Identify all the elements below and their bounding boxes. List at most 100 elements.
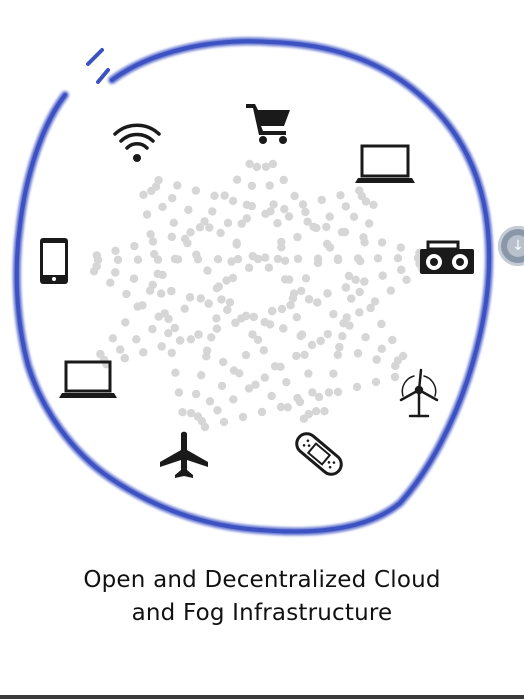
mesh-dot — [373, 254, 383, 263]
mesh-dot — [364, 219, 374, 228]
mesh-dot — [349, 212, 359, 221]
mesh-dot — [293, 232, 302, 242]
mesh-dot — [235, 369, 244, 378]
bandage-icon — [295, 432, 343, 476]
mesh-dot — [277, 304, 287, 314]
mesh-dot — [212, 314, 221, 323]
mesh-dot — [378, 271, 387, 280]
download-button[interactable]: ↓ — [498, 226, 524, 266]
mesh-dot — [386, 286, 395, 295]
mesh-dot — [167, 232, 176, 242]
mesh-dot — [369, 200, 378, 209]
mesh-dot — [353, 349, 363, 358]
mesh-dot — [207, 333, 216, 342]
mesh-dot — [277, 243, 286, 252]
mesh-dot — [307, 340, 317, 350]
mesh-dot — [336, 191, 345, 200]
mesh-dot — [360, 277, 369, 286]
mesh-dot — [219, 357, 228, 367]
mesh-dot — [227, 257, 236, 266]
mesh-dot — [150, 249, 159, 259]
boombox-icon — [420, 240, 474, 274]
mesh-dot — [196, 294, 205, 303]
mesh-dot — [280, 204, 289, 214]
mesh-dot — [208, 207, 217, 216]
mesh-dot — [116, 345, 125, 354]
laptop-icon — [355, 144, 415, 183]
mesh-dot — [397, 265, 406, 274]
mesh-dot — [304, 369, 313, 378]
mesh-dot — [194, 330, 203, 339]
dotted-mesh — [89, 159, 427, 432]
mesh-dot — [290, 191, 299, 201]
mesh-dot — [265, 181, 274, 190]
mesh-dot — [122, 289, 131, 299]
mesh-dot — [203, 266, 212, 275]
mesh-dot — [132, 335, 141, 344]
mesh-dot — [391, 361, 400, 370]
mesh-dot — [111, 268, 120, 277]
mesh-dot — [284, 212, 294, 221]
mesh-dot — [229, 395, 238, 404]
mesh-dot — [205, 223, 214, 232]
mesh-dot — [377, 344, 386, 353]
mesh-dot — [261, 253, 270, 262]
mesh-dot — [341, 202, 350, 211]
mesh-dot — [216, 228, 225, 238]
mesh-dot — [173, 255, 183, 264]
mesh-dot — [213, 406, 222, 415]
mesh-dot — [282, 378, 291, 387]
mesh-dot — [244, 263, 254, 272]
mesh-dot — [157, 289, 166, 298]
mesh-dot — [372, 355, 381, 364]
mesh-dot — [186, 228, 195, 237]
mesh-dot — [253, 335, 263, 344]
mesh-dot — [238, 412, 248, 422]
mesh-dot — [297, 286, 306, 296]
mesh-dot — [228, 273, 238, 283]
mesh-dot — [329, 369, 338, 378]
mesh-dot — [320, 407, 329, 416]
mesh-dot — [247, 181, 257, 191]
mesh-dot — [139, 348, 148, 357]
mesh-dot — [212, 284, 222, 293]
mesh-dot — [252, 162, 262, 172]
mesh-dot — [129, 274, 139, 283]
mesh-dot — [170, 323, 179, 333]
airplane-icon — [160, 431, 208, 478]
mesh-dot — [322, 239, 332, 249]
mesh-dot — [171, 368, 180, 377]
mesh-dot — [344, 271, 354, 281]
mesh-dot — [183, 238, 192, 248]
mesh-dot — [222, 276, 231, 285]
mesh-dot — [186, 408, 196, 418]
mesh-dot — [212, 324, 222, 333]
mesh-dot — [276, 362, 285, 371]
mesh-dot — [167, 348, 176, 358]
mesh-dot — [308, 388, 317, 397]
mesh-dot — [251, 380, 260, 389]
mesh-dot — [299, 414, 309, 423]
mesh-dot — [202, 346, 212, 355]
mesh-dot — [347, 294, 356, 303]
mesh-dot — [366, 303, 375, 313]
mesh-dot — [311, 407, 321, 416]
mesh-dot — [304, 295, 314, 304]
mesh-dot — [264, 263, 274, 272]
mesh-dot — [298, 200, 308, 209]
mesh-dot — [217, 295, 226, 304]
mesh-dot — [173, 181, 182, 190]
mesh-dot — [195, 223, 205, 232]
mesh-dot — [260, 373, 269, 382]
mesh-dot — [210, 191, 219, 200]
mesh-dot — [323, 329, 332, 339]
mesh-dot — [148, 324, 157, 334]
mesh-dot — [333, 255, 343, 265]
mesh-dot — [242, 214, 251, 223]
mesh-dot — [133, 255, 143, 264]
mesh-dot — [232, 238, 241, 247]
mesh-dot — [191, 186, 201, 195]
caption-line-2: and Fog Infrastructure — [131, 600, 393, 626]
mesh-dot — [245, 159, 254, 169]
